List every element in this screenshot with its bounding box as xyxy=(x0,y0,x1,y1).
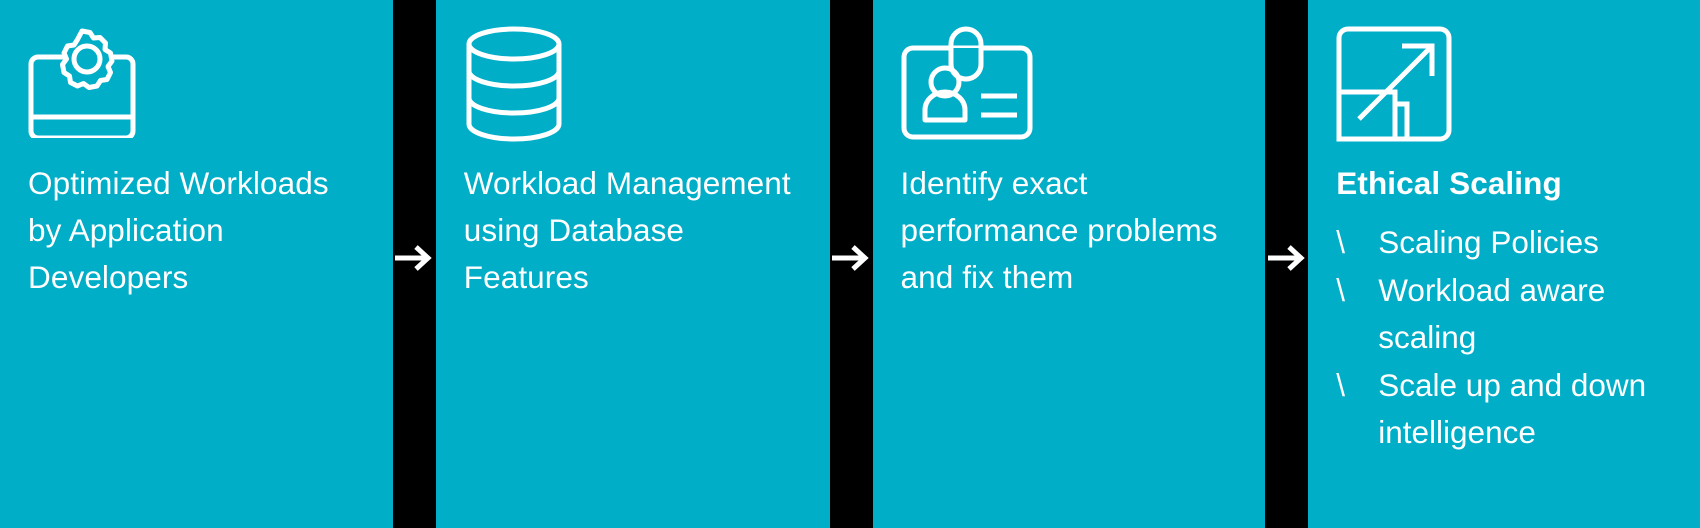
process-step-4: Ethical Scaling \ Scaling Policies \ Wor… xyxy=(1308,0,1700,528)
arrow-right-icon xyxy=(1267,245,1305,271)
scaling-bullet-list: \ Scaling Policies \ Workload aware scal… xyxy=(1336,219,1672,457)
process-step-3: Identify exact performance problems and … xyxy=(872,0,1266,528)
step-title: Ethical Scaling xyxy=(1336,165,1562,201)
id-badge-icon xyxy=(901,26,1033,148)
step-title: Optimized Workloads by Application Devel… xyxy=(28,165,329,295)
bullet-marker-icon: \ xyxy=(1336,272,1346,308)
process-step-2: Workload Management using Database Featu… xyxy=(435,0,830,528)
connector-2 xyxy=(829,0,873,528)
step-title: Workload Management using Database Featu… xyxy=(463,165,791,295)
database-icon xyxy=(464,26,564,148)
connector-1 xyxy=(392,0,436,528)
list-item: \ Scale up and down intelligence xyxy=(1336,362,1672,456)
scale-expand-icon xyxy=(1336,26,1452,148)
bullet-text: Scale up and down intelligence xyxy=(1378,367,1647,450)
bullet-marker-icon: \ xyxy=(1336,367,1346,403)
arrow-right-icon xyxy=(395,245,432,271)
arrow-right-icon xyxy=(832,245,869,271)
bullet-text: Workload aware scaling xyxy=(1378,272,1606,355)
step-title: Identify exact performance problems and … xyxy=(900,165,1218,295)
monitor-gear-icon xyxy=(28,26,136,148)
bullet-marker-icon: \ xyxy=(1336,224,1346,260)
bullet-text: Scaling Policies xyxy=(1378,224,1599,260)
list-item: \ Scaling Policies xyxy=(1336,219,1672,266)
connector-3 xyxy=(1265,0,1309,528)
process-step-1: Optimized Workloads by Application Devel… xyxy=(0,0,393,528)
list-item: \ Workload aware scaling xyxy=(1336,267,1672,361)
